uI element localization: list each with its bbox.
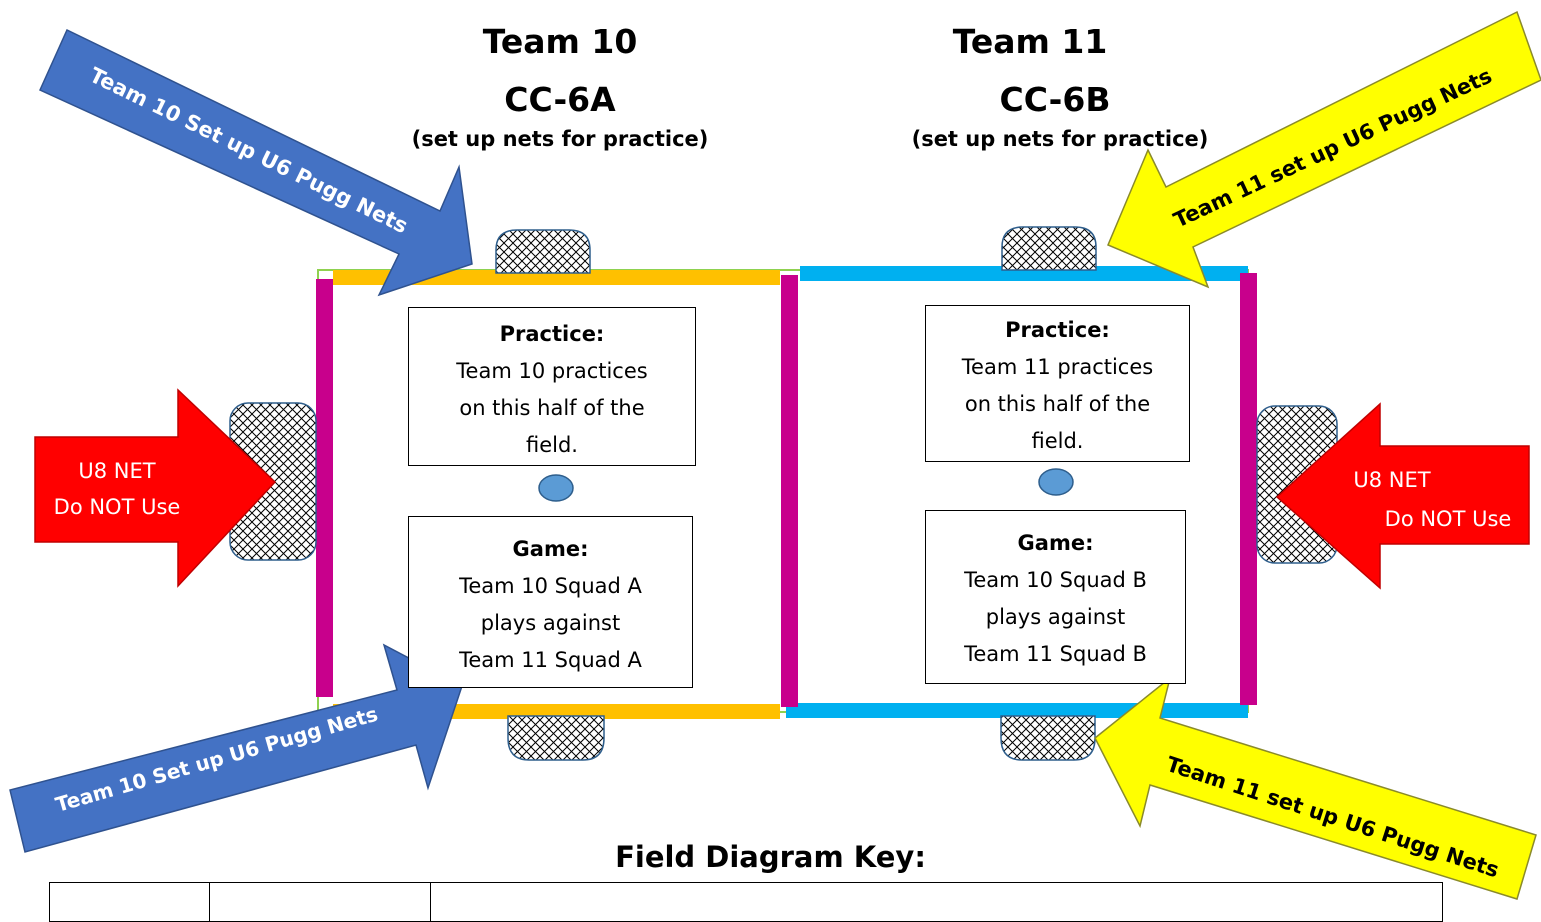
red-arrow-left [34,388,277,588]
team10-game-box: Game: Team 10 Squad A plays against Team… [408,516,693,688]
cyan-top-line [800,266,1248,281]
net-bottom-left [507,715,605,761]
red-right-line1: U8 NET [1353,468,1430,492]
team10-practice-box: Practice: Team 10 practices on this half… [408,307,696,466]
yellow-arrow-top [1107,10,1541,289]
practice-line: field. [526,433,578,457]
net-bottom-right [1000,715,1096,761]
key-table-divider [209,883,210,921]
practice-line: field. [1031,429,1084,453]
red-arrow-right [1275,402,1530,590]
field-lines [316,266,1257,719]
practice-line: Team 10 practices [456,359,648,383]
magenta-left-line [316,279,333,697]
game-line: plays against [480,611,621,635]
field-diagram-key-title: Field Diagram Key: [615,840,926,874]
team10-title: Team 10 [482,22,638,61]
game-line: plays against [985,605,1126,629]
blue-arrow-top [39,28,473,297]
team11-note: (set up nets for practice) [911,127,1209,151]
practice-line: Team 11 practices [961,355,1154,379]
magenta-mid-line [781,275,798,707]
yellow-arrow-bottom [1094,676,1537,900]
team10-note: (set up nets for practice) [411,127,709,151]
team10-field: CC-6A [504,80,616,119]
team11-game-box: Game: Team 10 Squad B plays against Team… [925,510,1186,684]
practice-heading: Practice: [1005,318,1110,342]
game-line: Team 11 Squad B [964,642,1147,666]
blue-arrow-top-label: Team 10 Set up U6 Pugg Nets [86,63,412,238]
game-heading: Game: [1017,531,1094,555]
team11-field: CC-6B [999,80,1111,119]
team11-practice-box: Practice: Team 11 practices on this half… [925,305,1190,462]
net-top-left [495,229,591,274]
game-heading: Game: [512,537,589,561]
blue-arrow-bottom [9,643,463,853]
key-table [49,882,1443,922]
magenta-right-line [1240,273,1257,705]
practice-line: on this half of the [459,396,645,420]
key-table-divider [430,883,431,921]
game-line: Team 10 Squad B [964,568,1147,592]
red-left-line2: Do NOT Use [54,495,181,519]
red-right-line2: Do NOT Use [1385,507,1512,531]
red-left-line1: U8 NET [78,459,155,483]
game-line: Team 10 Squad A [459,574,642,598]
net-top-right [1001,226,1097,271]
team11-title: Team 11 [952,22,1108,61]
cone-left [538,474,574,502]
cone-right [1038,468,1074,496]
practice-heading: Practice: [499,322,605,346]
game-line: Team 11 Squad A [459,648,642,672]
practice-line: on this half of the [964,392,1151,416]
